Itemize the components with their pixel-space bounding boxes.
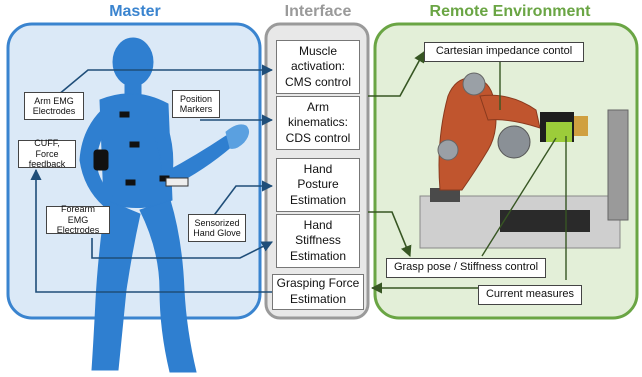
interface-muscle-activation: Muscle activation: CMS control [276,40,360,94]
arrow-emg-to-cms [57,64,274,96]
arrow-glove-to-posture [211,180,274,219]
robot-arm-illustration [419,72,629,249]
interface-hand-stiffness: Hand Stiffness Estimation [276,214,360,268]
cartesian-impedance-label: Cartesian impedance contol [424,42,584,62]
cuff-label: CUFF, Force feedback [18,138,76,169]
current-measures-label: Current measures [478,285,582,305]
pointer-grasp-to-hand [481,137,557,257]
arm-emg-label: Arm EMG Electrodes [24,92,84,120]
forearm-emg-label: Forearm EMG Electrodes [46,204,110,235]
interface-grasping-force: Grasping Force Estimation [272,274,364,310]
arrow-forearm-to-stiffness [91,238,274,259]
position-markers-label: Position Markers [172,90,220,118]
hand-glove-label: Sensorized Hand Glove [188,214,246,242]
human-figure [79,37,250,373]
interface-header: Interface [284,3,352,20]
arrow-force-to-cuff [30,168,272,293]
interface-hand-posture: Hand Posture Estimation [276,158,360,212]
grasp-stiffness-label: Grasp pose / Stiffness control [386,258,546,278]
arrow-stiffness-to-grasp [368,211,412,258]
interface-arm-kinematics: Arm kinematics: CDS control [276,96,360,150]
arrow-cms-to-cartesian [368,51,425,97]
master-header: Master [109,3,161,20]
remote-header: Remote Environment [429,3,591,20]
